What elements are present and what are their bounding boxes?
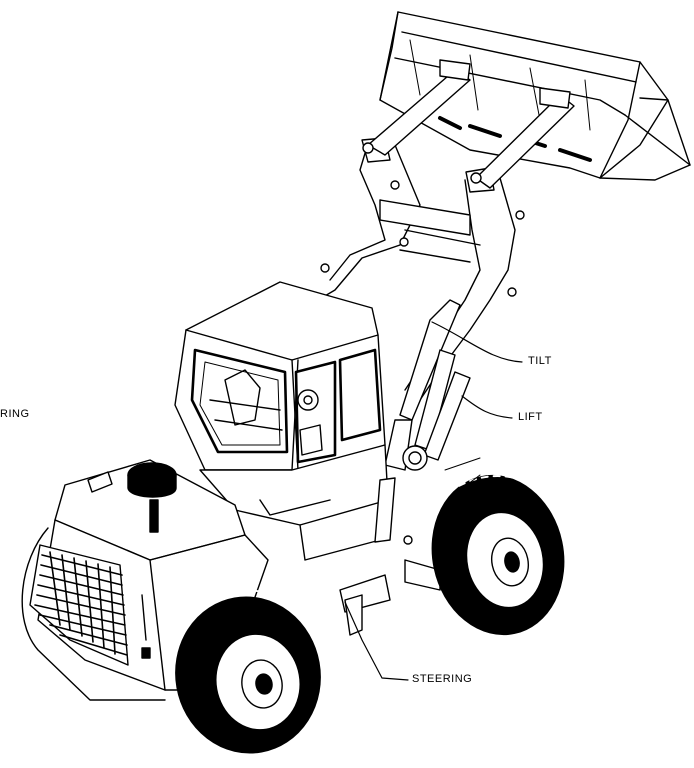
loader-arms [317,59,575,401]
bucket [379,11,691,181]
steering-articulation [339,477,441,636]
steering-leader-line [344,601,409,681]
tilt-label: TILT [528,355,552,367]
steering-label-cropped: RING [0,408,30,420]
hydraulic-cylinders [384,299,471,471]
steering-label: STEERING [412,673,473,685]
right-wheel [431,457,565,636]
tilt-leader-line [431,321,523,363]
left-wheel [175,587,321,754]
lift-leader-line [461,395,513,419]
lift-label: LIFT [518,411,543,423]
leader-lines [344,321,523,681]
cab [174,281,389,561]
engine-hood [21,459,269,701]
